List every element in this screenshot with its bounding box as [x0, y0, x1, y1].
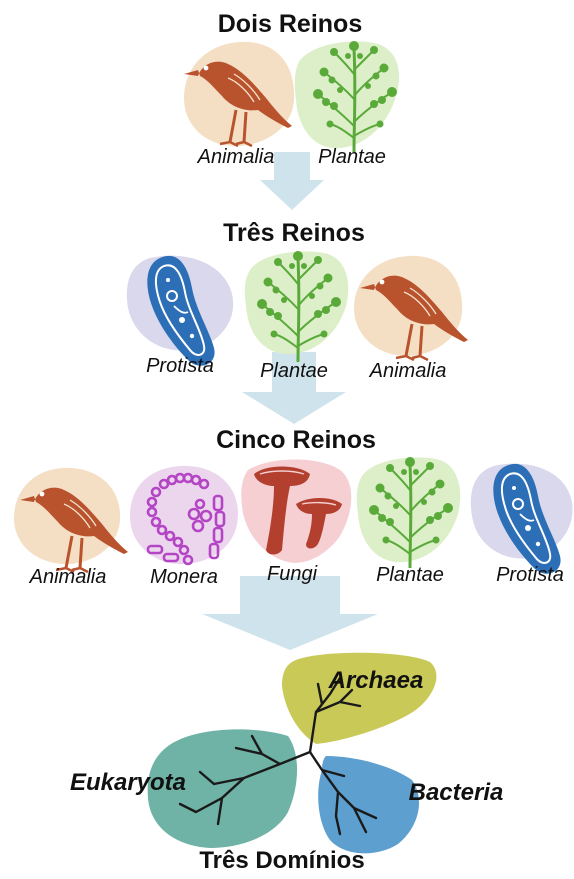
stage3-title: Cinco Reinos [216, 426, 376, 454]
kingdom-label: Plantae [260, 360, 328, 382]
domain-label-eukaryota: Eukaryota [70, 769, 186, 796]
stage3-protista [471, 464, 573, 574]
kingdom-label: Protista [146, 355, 214, 377]
stage2-title: Três Reinos [223, 219, 365, 247]
stage3-plantae [357, 457, 460, 568]
stage1-plantae [295, 41, 399, 152]
domains-title: Três Domínios [199, 847, 364, 874]
kingdom-label: Protista [496, 564, 564, 586]
stage1-animalia [184, 42, 294, 146]
kingdom-label: Plantae [318, 146, 386, 168]
flow-arrow-3 [202, 576, 378, 650]
kingdom-label: Animalia [197, 146, 275, 168]
domain-label-archaea: Archaea [328, 667, 424, 694]
stage3-fungi [241, 460, 351, 563]
kingdom-label: Animalia [369, 360, 447, 382]
kingdom-label: Animalia [29, 566, 107, 588]
kingdom-label: Fungi [267, 563, 318, 585]
stage2-protista [127, 256, 233, 366]
domain-label-bacteria: Bacteria [409, 779, 504, 806]
stage3-animalia [14, 468, 128, 572]
stage3-monera [130, 466, 238, 564]
stage1-title: Dois Reinos [218, 10, 362, 38]
kingdom-label: Plantae [376, 564, 444, 586]
kingdom-label: Monera [150, 566, 218, 588]
bacteria-leaf [318, 756, 419, 853]
stage2-plantae [245, 251, 348, 362]
stage2-animalia [354, 256, 468, 360]
